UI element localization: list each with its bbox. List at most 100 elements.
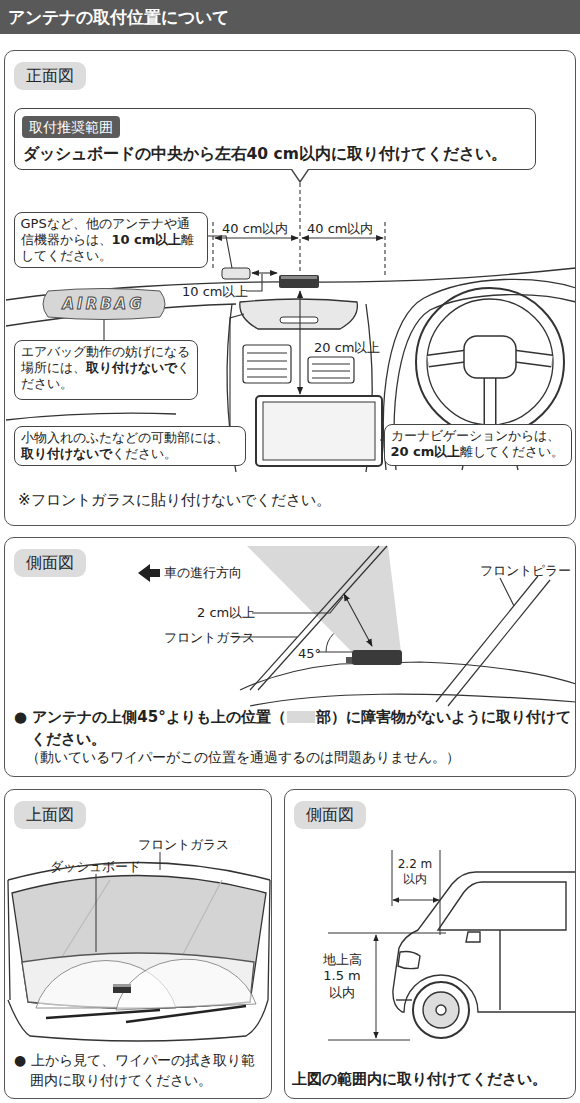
antenna [222, 268, 250, 279]
car-top-view [8, 863, 270, 1042]
instruction-text: ● 上から見て、ワイパーの拭き取り範囲内に取り付けてください。 [14, 1050, 268, 1090]
view-heading: 上面図 [14, 801, 86, 829]
dimension-lines [302, 237, 383, 238]
leader-line [96, 874, 97, 952]
air-vent [308, 357, 354, 383]
emphasis: 20 cm以上 [391, 444, 461, 459]
callout-box: カーナビゲーションからは、20 cm以上離してください。 [384, 424, 572, 466]
part-label: フロントガラス [138, 837, 229, 853]
emphasis: 取り付けないで [86, 360, 177, 375]
side-dimension [500, 578, 514, 606]
note-text: （動いているワイパーがこの位置を通過するのは問題ありません。） [26, 749, 460, 767]
windshield [250, 546, 387, 690]
car-side-view [413, 982, 469, 1038]
car-navigation [263, 402, 375, 460]
callout-box: GPSなど、他のアンテナや通信機器からは、10 cm以上離してください。 [14, 212, 208, 268]
callout-text: エアバッグ動作の妨げになる場所には、取り付けないでください。 [21, 344, 191, 392]
dimension-text: 10 cm以上 [182, 284, 249, 300]
car-navigation [256, 396, 382, 466]
angle-text: 45° [298, 646, 321, 662]
height-dimension [393, 900, 439, 901]
dimension-text: 2.2 m 以内 [394, 857, 436, 887]
instruction-text: 上図の範囲内に取り付けてください。 [292, 1070, 547, 1089]
dashboard-drawing [6, 413, 176, 420]
part-label: ダッシュボード [50, 859, 141, 875]
callout-box: エアバッグ動作の妨げになる場所には、取り付けないでください。 [14, 340, 198, 400]
car-side-view [393, 872, 576, 1038]
dashboard-drawing [383, 279, 576, 470]
air-vent [312, 364, 350, 378]
title-bar: アンテナの取付位置について [0, 0, 580, 34]
air-vent [247, 353, 287, 377]
airbag-text: AIRBAG [38, 288, 170, 320]
dashboard-side [240, 662, 576, 690]
section-tag: 取付推奨範囲 [22, 116, 120, 138]
leader-line [230, 314, 244, 426]
steering-wheel [416, 288, 564, 436]
car-side-view [466, 930, 500, 1010]
angle-mark [326, 634, 334, 652]
emphasis: 10 cm以上 [112, 232, 182, 247]
view-heading: 側面図 [294, 801, 366, 829]
part-label: フロントガラス [164, 630, 255, 646]
front-pillar [448, 580, 550, 706]
car-top-view [113, 984, 131, 987]
part-label: フロントピラー [480, 563, 571, 579]
car-top-view [60, 880, 222, 960]
antenna-side [346, 650, 402, 665]
dimension-lines [213, 183, 385, 276]
angle-mark [318, 652, 352, 653]
angle-mark [318, 634, 352, 652]
air-vent [243, 345, 291, 383]
emphasis: 取り付けないで [21, 446, 112, 461]
antenna [281, 276, 317, 279]
steering-wheel [427, 299, 553, 425]
callout-text: GPSなど、他のアンテナや通信機器からは、10 cm以上離してください。 [21, 216, 201, 264]
dimension-text: 20 cm以上 [314, 340, 381, 356]
dimension-lines [215, 237, 298, 238]
instruction-text: ダッシュボードの中央から左右40 cm以内に取り付けてください。 [23, 144, 507, 164]
height-dimension [328, 933, 446, 934]
car-side-view [396, 999, 412, 1000]
windshield [250, 546, 379, 690]
steering-wheel [464, 336, 516, 378]
car-top-view [113, 984, 131, 993]
direction-arrow [138, 564, 160, 582]
recommend-box: 取付推奨範囲ダッシュボードの中央から左右40 cm以内に取り付けてください。 [14, 108, 536, 170]
dimension-text: 地上高 1.5 m 以内 [320, 952, 364, 1001]
car-side-view [398, 952, 420, 969]
view-panel: 正面図取付推奨範囲ダッシュボードの中央から左右40 cm以内に取り付けてください… [4, 50, 576, 526]
height-dimension [376, 935, 377, 1038]
car-side-view [436, 1005, 446, 1015]
center-panel [240, 299, 358, 329]
leader-line [103, 318, 104, 340]
car-top-view [116, 959, 256, 1010]
steering-wheel [416, 288, 564, 436]
center-panel [240, 299, 358, 329]
clearance-zone [247, 546, 401, 652]
car-navigation [256, 396, 382, 466]
view-panel: 側面図 [284, 789, 576, 1099]
antenna-side [352, 650, 402, 665]
side-dimension [252, 597, 343, 613]
callout-text: カーナビゲーションからは、20 cm以上離してください。 [391, 428, 565, 460]
direction-text: 車の進行方向 [164, 565, 242, 581]
dimension-lines [252, 272, 277, 273]
direction-arrow [138, 564, 160, 582]
height-dimension [392, 850, 393, 906]
clearance-zone [247, 546, 401, 652]
front-pillar [436, 576, 550, 706]
callout-box: 小物入れのふたなどの可動部には、取り付けないでください。 [14, 426, 246, 466]
center-panel [280, 317, 318, 323]
windshield [258, 546, 387, 690]
dashboard-drawing [6, 268, 576, 472]
dashboard-side [240, 662, 576, 706]
note-text: ※フロントガラスに貼り付けないでください。 [18, 491, 331, 510]
leader-line [160, 852, 161, 870]
front-pillar [436, 576, 538, 702]
view-heading: 側面図 [14, 549, 86, 577]
height-dimension [328, 1040, 410, 1041]
car-side-view [438, 882, 566, 930]
callout-pointer [292, 169, 309, 182]
dashboard-side [250, 694, 576, 706]
